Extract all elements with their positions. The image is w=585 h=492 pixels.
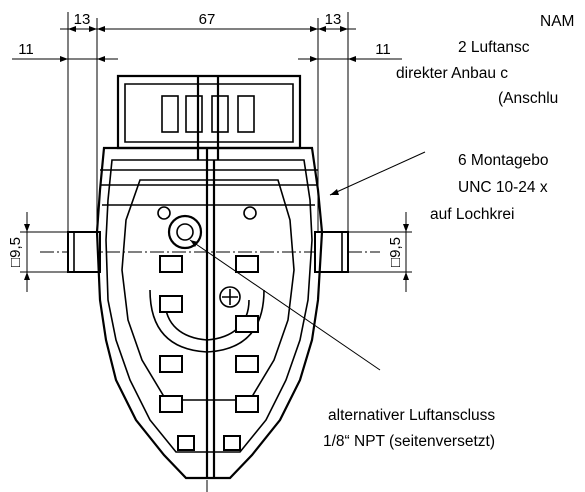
dim-square-right: □9,5: [387, 237, 404, 267]
note-alt-line-1: alternativer Luftanscluss: [328, 407, 495, 424]
note-alt-line-2: 1/8“ NPT (seitenversetzt): [323, 433, 495, 450]
note-mount-line-1: 6 Montagebo: [458, 152, 549, 169]
side-ports: [67, 231, 349, 273]
note-nam-line-2: 2 Luftansc: [458, 39, 530, 56]
bolts: [159, 255, 259, 451]
leader-lines: [189, 151, 426, 371]
dim-square-left: □9,5: [7, 237, 24, 267]
actuator-body: [95, 146, 324, 480]
dim-side-left: 11: [18, 41, 34, 58]
note-nam-line-3: direkter Anbau c: [396, 65, 508, 82]
dim-top-center: 67: [199, 11, 216, 28]
dim-top-right: 13: [325, 11, 342, 28]
note-nam-line-1: NAM: [540, 13, 574, 30]
note-mount-line-3: auf Lochkrei: [430, 206, 514, 223]
top-dimension-lines: [12, 12, 402, 262]
dim-top-left: 13: [74, 11, 91, 28]
dim-side-right: 11: [375, 41, 391, 58]
note-nam-line-4: (Anschlu: [498, 90, 558, 107]
note-mount-line-2: UNC 10-24 x: [458, 179, 548, 196]
side-dimension-lines: [20, 212, 412, 292]
